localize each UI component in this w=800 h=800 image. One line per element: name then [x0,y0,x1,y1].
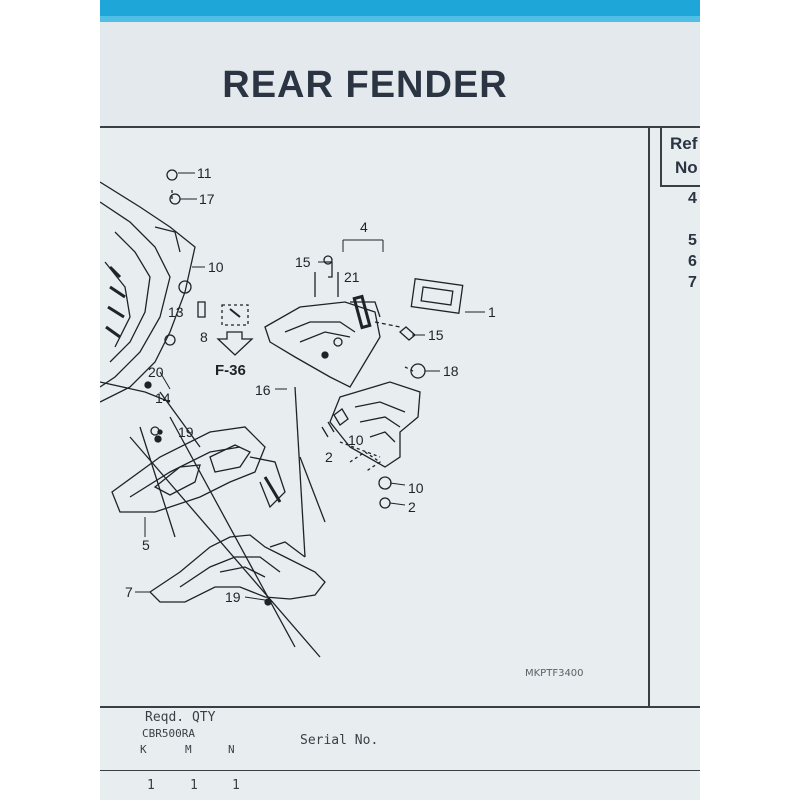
callout-17: 17 [199,191,215,207]
ref-number: 4 [688,190,697,207]
callout-16: 16 [255,382,271,398]
footer-row-divider [100,770,700,771]
screen-top-bar [100,0,700,22]
ref-header-divider [660,127,662,187]
col-n: N [228,743,235,756]
title-box: REAR FENDER [100,22,700,128]
callout-15: 15 [295,254,311,270]
rear-fender-exploded-diagram: 11 17 10 13 8 20 14 F-36 16 15 4 21 1 15… [100,165,496,658]
ref-number: 7 [688,274,697,291]
serial-label: Serial No. [300,733,379,748]
parts-catalog-screen: REAR FENDER Ref No 4 5 6 7 [100,0,700,800]
ref-header-line1: Ref [670,134,698,153]
rear-fender-7 [148,534,326,603]
reflector-plate [410,278,464,314]
right-margin [700,0,800,800]
splash-guard [329,381,421,468]
seat-frame-part [100,181,196,403]
callout-19: 19 [178,424,194,440]
model-label: CBR500RA [142,727,195,740]
footer-top-border [100,706,700,708]
nut-13 [164,334,176,346]
col-m: M [185,743,192,756]
ref-column-divider [648,127,650,707]
callout-10: 10 [348,432,364,448]
fender-bracket [264,301,381,388]
diagram-code: MKPTF3400 [525,668,584,679]
ref-number: 6 [688,253,697,270]
callout-10: 10 [208,259,224,275]
grommet-10 [178,280,192,294]
callout-7: 7 [125,584,133,600]
callout-4: 4 [360,219,368,235]
callout-5: 5 [142,537,150,553]
callout-21: 21 [344,269,360,285]
reqd-qty-label: Reqd. QTY [145,710,216,725]
callout-10: 10 [408,480,424,496]
left-margin [0,0,100,800]
col-k: K [140,743,147,756]
rear-fender-5 [111,426,266,513]
callout-15: 15 [428,327,444,343]
ref-header-line2: No [675,158,698,177]
callout-14: 14 [155,390,171,406]
callout-19: 19 [225,589,241,605]
callout-1: 1 [488,304,496,320]
ref-header-underline [660,185,700,187]
callout-f36: F-36 [215,362,246,379]
qty-m: 1 [190,778,198,793]
page-title: REAR FENDER [222,64,508,106]
ref-number: 5 [688,232,697,249]
callout-2: 2 [408,499,416,515]
callout-11: 11 [197,165,212,181]
grommet-18 [410,363,426,379]
bolt-11 [166,169,178,181]
callout-13: 13 [168,304,184,320]
callout-8: 8 [200,329,208,345]
callout-2: 2 [325,449,333,465]
callout-20: 20 [148,364,164,380]
qty-k: 1 [147,778,155,793]
callout-18: 18 [443,363,459,379]
f36-arrow [221,304,249,326]
qty-n: 1 [232,778,240,793]
